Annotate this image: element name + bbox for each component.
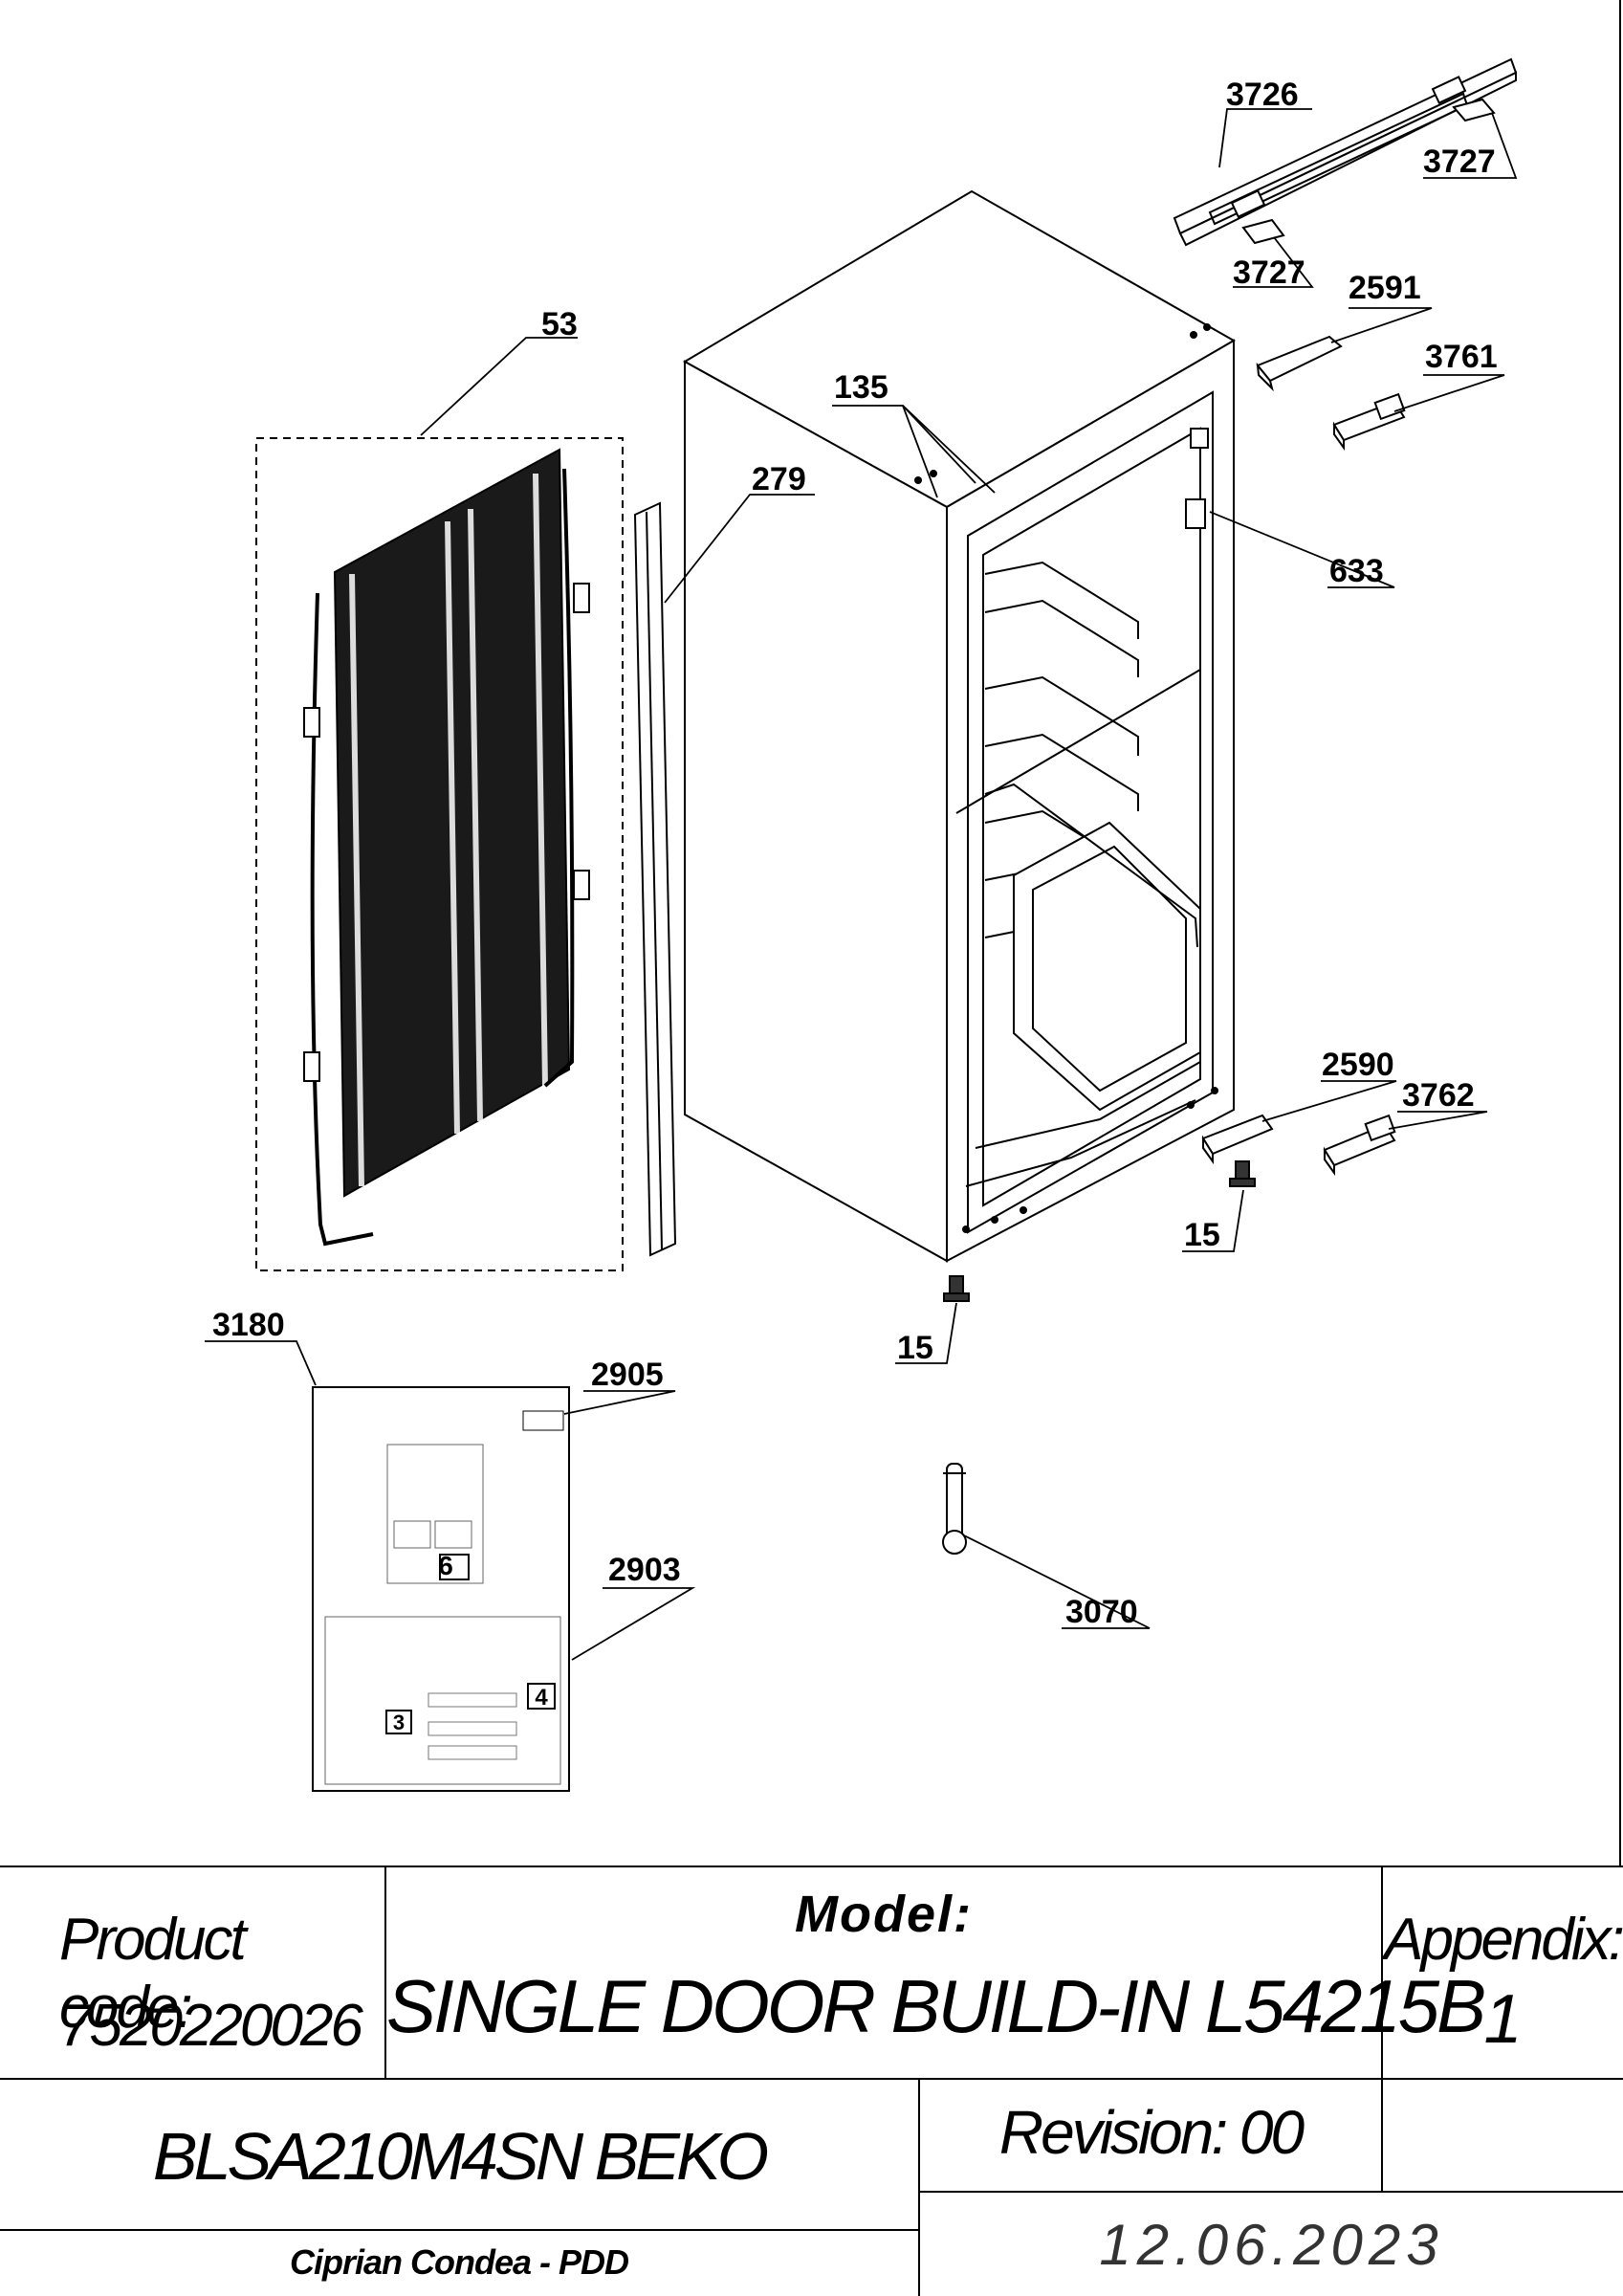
sheet-digit-4: 4: [535, 1685, 548, 1711]
callout-2905: 2905: [591, 1357, 664, 1393]
product-code-cell: Product code: 7520220026: [0, 1866, 386, 2080]
date: 12.06.2023: [1099, 2213, 1444, 2277]
callout-2590: 2590: [1322, 1047, 1394, 1083]
model-label: Model:: [795, 1886, 973, 1943]
callout-135: 135: [834, 369, 888, 406]
part-15-foot-right: [1229, 1160, 1256, 1187]
sheet-digit-6: 6: [438, 1551, 453, 1580]
part-3727-clip-right: [1452, 98, 1496, 122]
part-279-side-strip: [633, 501, 677, 1257]
title-block: Product code: 7520220026 Model: SINGLE D…: [0, 1866, 1623, 2296]
callout-3727-left: 3727: [1233, 254, 1305, 291]
cabinet-body: [682, 189, 1237, 1263]
product-code-value: 7520220026: [59, 1993, 363, 2059]
part-2590-hinge-bottom: [1201, 1114, 1274, 1165]
callout-3070: 3070: [1065, 1594, 1138, 1630]
brand-model-cell: BLSA210M4SN BEKO: [0, 2078, 920, 2231]
revision: Revision: 00: [998, 2098, 1305, 2167]
callout-2903: 2903: [608, 1552, 681, 1588]
model-cell: Model: SINGLE DOOR BUILD-IN L54215B: [384, 1866, 1486, 2080]
callout-15-right: 15: [1184, 1217, 1220, 1253]
callout-15-left: 15: [897, 1330, 933, 1366]
part-3762-hinge-cover-bottom: [1323, 1114, 1396, 1177]
appendix-label: Appendix:: [1384, 1907, 1623, 1973]
model-value: SINGLE DOOR BUILD-IN L54215B: [386, 1964, 1486, 2048]
callout-633: 633: [1329, 553, 1384, 589]
part-3761-hinge-cover-top: [1332, 392, 1406, 452]
callout-3180: 3180: [212, 1307, 285, 1343]
part-2591-hinge-top: [1256, 335, 1343, 392]
appendix-cell: Appendix: 1: [1381, 1866, 1623, 2080]
part-3070-pin: [942, 1463, 967, 1555]
exploded-diagram: 6 3 4 3726 3727 3727 2591 3761 53 135 27…: [205, 0, 1621, 1866]
appendix-value: 1: [1483, 1981, 1523, 2058]
part-53-condenser: [255, 437, 624, 1271]
part-15-foot-left: [943, 1275, 970, 1302]
callout-279: 279: [752, 461, 806, 497]
part-3180-instruction-sheet: [312, 1386, 570, 1792]
date-cell: 12.06.2023: [918, 2191, 1623, 2296]
callout-3726: 3726: [1226, 77, 1299, 113]
author: Ciprian Condea - PDD: [289, 2242, 629, 2282]
product-code-label: Product code:: [59, 1907, 247, 2041]
blank-cell: [1381, 2078, 1623, 2193]
callout-3727-right: 3727: [1423, 144, 1496, 180]
sheet-digit-3: 3: [393, 1711, 405, 1734]
brand-model: BLSA210M4SN BEKO: [152, 2119, 769, 2194]
callout-3762: 3762: [1402, 1077, 1475, 1114]
author-cell: Ciprian Condea - PDD: [0, 2229, 920, 2296]
callout-2591: 2591: [1349, 270, 1421, 306]
callout-53: 53: [541, 306, 578, 342]
callout-3761: 3761: [1425, 339, 1498, 375]
part-3727-clip-left: [1241, 218, 1285, 245]
revision-cell: Revision: 00: [918, 2078, 1383, 2193]
leader-lines: [205, 108, 1518, 1661]
callout-labels: 3726 3727 3727 2591 3761 53 135 279 633 …: [212, 77, 1498, 1630]
